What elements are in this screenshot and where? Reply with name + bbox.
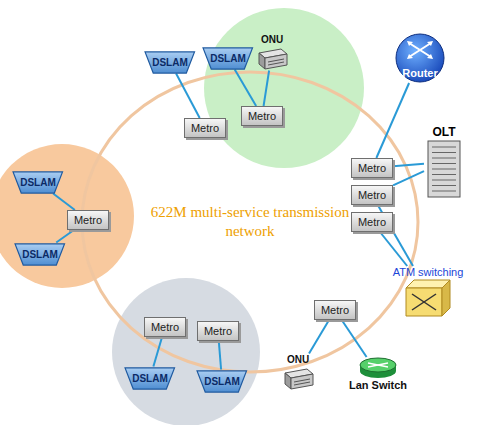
node-label: Metro	[321, 304, 349, 316]
link-line	[393, 171, 424, 185]
olt-node: OLT	[424, 125, 464, 199]
node-label: DSLAM	[152, 57, 188, 68]
node-label: DSLAM	[22, 249, 58, 260]
transmission-ring	[82, 72, 418, 372]
atm-icon	[404, 278, 452, 318]
metro-node: Metro	[314, 300, 356, 320]
node-label: ONU	[287, 354, 309, 365]
green-region	[204, 8, 364, 168]
atm-node: ATM switching	[393, 266, 464, 318]
node-label: DSLAM	[20, 177, 56, 188]
link-line	[342, 320, 367, 357]
onu-node: ONU	[255, 34, 289, 71]
node-label: Metro	[358, 189, 386, 201]
node-label: Metro	[248, 110, 276, 122]
lan-icon	[358, 357, 398, 379]
olt-icon	[424, 139, 464, 199]
dslam-node: DSLAM	[196, 370, 248, 393]
node-label: OLT	[432, 125, 455, 139]
dslam-node: DSLAM	[202, 47, 254, 70]
onu-icon	[281, 365, 315, 391]
link-line	[380, 232, 407, 266]
orange-region	[0, 144, 134, 288]
node-label: Metro	[358, 162, 386, 174]
dslam-node: DSLAM	[124, 367, 176, 390]
dslam-node: DSLAM	[12, 171, 64, 194]
node-label: Router	[402, 67, 437, 79]
lan-node: Lan Switch	[349, 357, 407, 391]
link-line	[56, 230, 74, 243]
link-line	[376, 83, 409, 158]
dslam-node: DSLAM	[14, 243, 66, 266]
onu-icon	[255, 45, 289, 71]
metro-node: Metro	[144, 317, 186, 337]
node-label: Metro	[358, 216, 386, 228]
metro-node: Metro	[351, 185, 393, 205]
router-node: Router	[395, 33, 445, 83]
node-label: Lan Switch	[349, 379, 407, 391]
link-line	[235, 70, 256, 107]
network-label: 622M multi-service transmission network	[150, 203, 350, 241]
metro-node: Metro	[351, 212, 393, 232]
metro-node: Metro	[67, 210, 109, 230]
onu-node: ONU	[281, 354, 315, 391]
node-label: Metro	[74, 214, 102, 226]
metro-node: Metro	[241, 106, 283, 126]
metro-node: Metro	[197, 321, 239, 341]
node-label: Metro	[191, 122, 219, 134]
metro-node: Metro	[351, 158, 393, 178]
node-label: ATM switching	[393, 266, 464, 278]
link-line	[176, 74, 200, 119]
link-line	[53, 194, 75, 211]
dslam-node: DSLAM	[144, 51, 196, 74]
link-line	[219, 341, 221, 370]
node-label: ONU	[261, 34, 283, 45]
node-label: DSLAM	[210, 53, 246, 64]
node-label: DSLAM	[204, 376, 240, 387]
node-label: DSLAM	[132, 373, 168, 384]
link-line	[264, 71, 270, 107]
link-line	[153, 337, 162, 367]
node-label: Metro	[204, 325, 232, 337]
grey-region	[112, 278, 260, 425]
link-line	[309, 320, 329, 354]
node-label: Metro	[151, 321, 179, 333]
link-line	[393, 164, 424, 167]
metro-node: Metro	[184, 118, 226, 138]
